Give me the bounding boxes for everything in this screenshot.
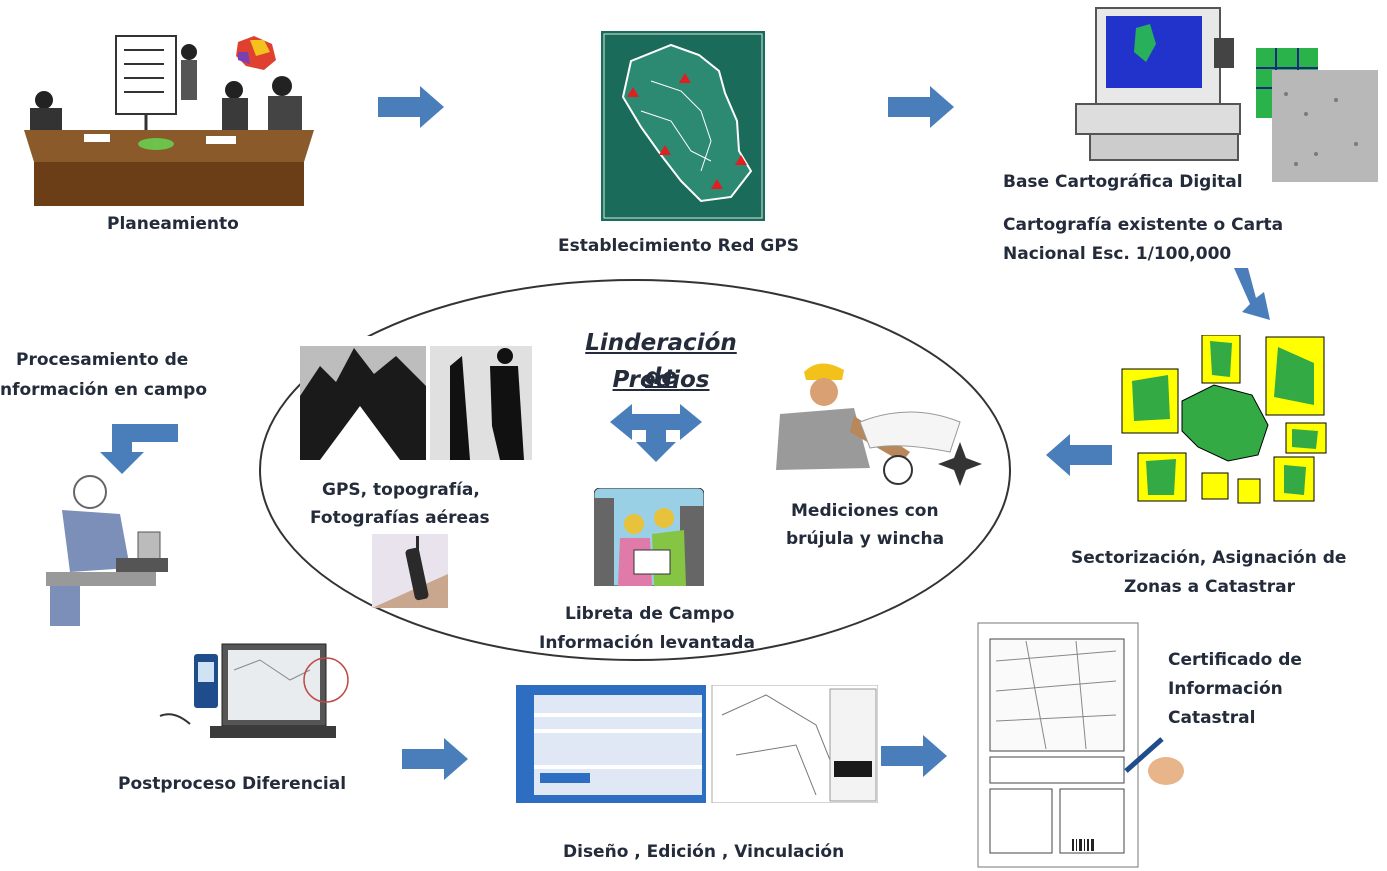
planning-meeting-illustration bbox=[24, 30, 314, 210]
procesamiento-label-line2: nformación en campo bbox=[0, 380, 208, 400]
certificado-label-line3: Catastral bbox=[1168, 708, 1256, 728]
postproceso-label: Postproceso Diferencial bbox=[118, 774, 347, 794]
gps-label-line1: GPS, topografía, bbox=[322, 480, 480, 500]
left-arrow-icon bbox=[1046, 434, 1112, 480]
linderacion-title-line2: Predios bbox=[612, 367, 710, 393]
certificado-label-line1: Certificado de bbox=[1168, 650, 1302, 670]
procesamiento-label-line1: Procesamiento de bbox=[16, 350, 189, 370]
right-arrow-icon bbox=[881, 735, 947, 781]
base-cartografica-label: Base Cartográfica Digital bbox=[1003, 172, 1243, 192]
gps-label-line2: Fotografías aéreas bbox=[310, 508, 490, 528]
three-way-arrow-icon bbox=[610, 404, 702, 466]
sectorizacion-label-line1: Sectorización, Asignación de bbox=[1071, 548, 1347, 568]
libreta-label-line1: Libreta de Campo bbox=[565, 604, 735, 624]
red-gps-label: Establecimiento Red GPS bbox=[558, 236, 800, 256]
linderacion-title-line1: Linderación de bbox=[585, 330, 737, 390]
linderacion-ellipse bbox=[259, 279, 1011, 661]
sector-zones-map bbox=[1118, 335, 1328, 505]
certificado-label-line2: Información bbox=[1168, 679, 1283, 699]
cartografia-label-line2: Nacional Esc. 1/100,000 bbox=[1003, 244, 1232, 264]
diseno-label: Diseño , Edición , Vinculación bbox=[563, 842, 845, 862]
planeamiento-label: Planeamiento bbox=[107, 214, 239, 234]
field-notebook-workers bbox=[594, 488, 704, 586]
sectorizacion-label-line2: Zonas a Catastrar bbox=[1124, 577, 1296, 597]
gps-network-map bbox=[601, 31, 765, 221]
libreta-label-line2: Información levantada bbox=[539, 633, 755, 653]
down-right-arrow-icon bbox=[1226, 268, 1278, 328]
gis-software-screens bbox=[516, 685, 878, 803]
right-arrow-icon bbox=[402, 738, 468, 784]
mediciones-label-line2: brújula y wincha bbox=[786, 529, 945, 549]
mediciones-label-line1: Mediciones con bbox=[791, 501, 939, 521]
surveyor-compass-illustration bbox=[770, 352, 992, 494]
down-left-arrow-icon bbox=[98, 424, 178, 478]
right-arrow-icon bbox=[378, 86, 444, 132]
gps-device-photo bbox=[372, 534, 448, 608]
cadastral-certificate-document bbox=[976, 621, 1190, 871]
cartografia-label-line1: Cartografía existente o Carta bbox=[1003, 215, 1284, 235]
right-arrow-icon bbox=[888, 86, 954, 132]
computer-cartography-illustration bbox=[1066, 4, 1382, 184]
gps-topography-silhouettes bbox=[300, 336, 532, 460]
field-worker-laptop-illustration bbox=[40, 468, 170, 632]
gps-laptop-postprocess-illustration bbox=[150, 640, 354, 756]
